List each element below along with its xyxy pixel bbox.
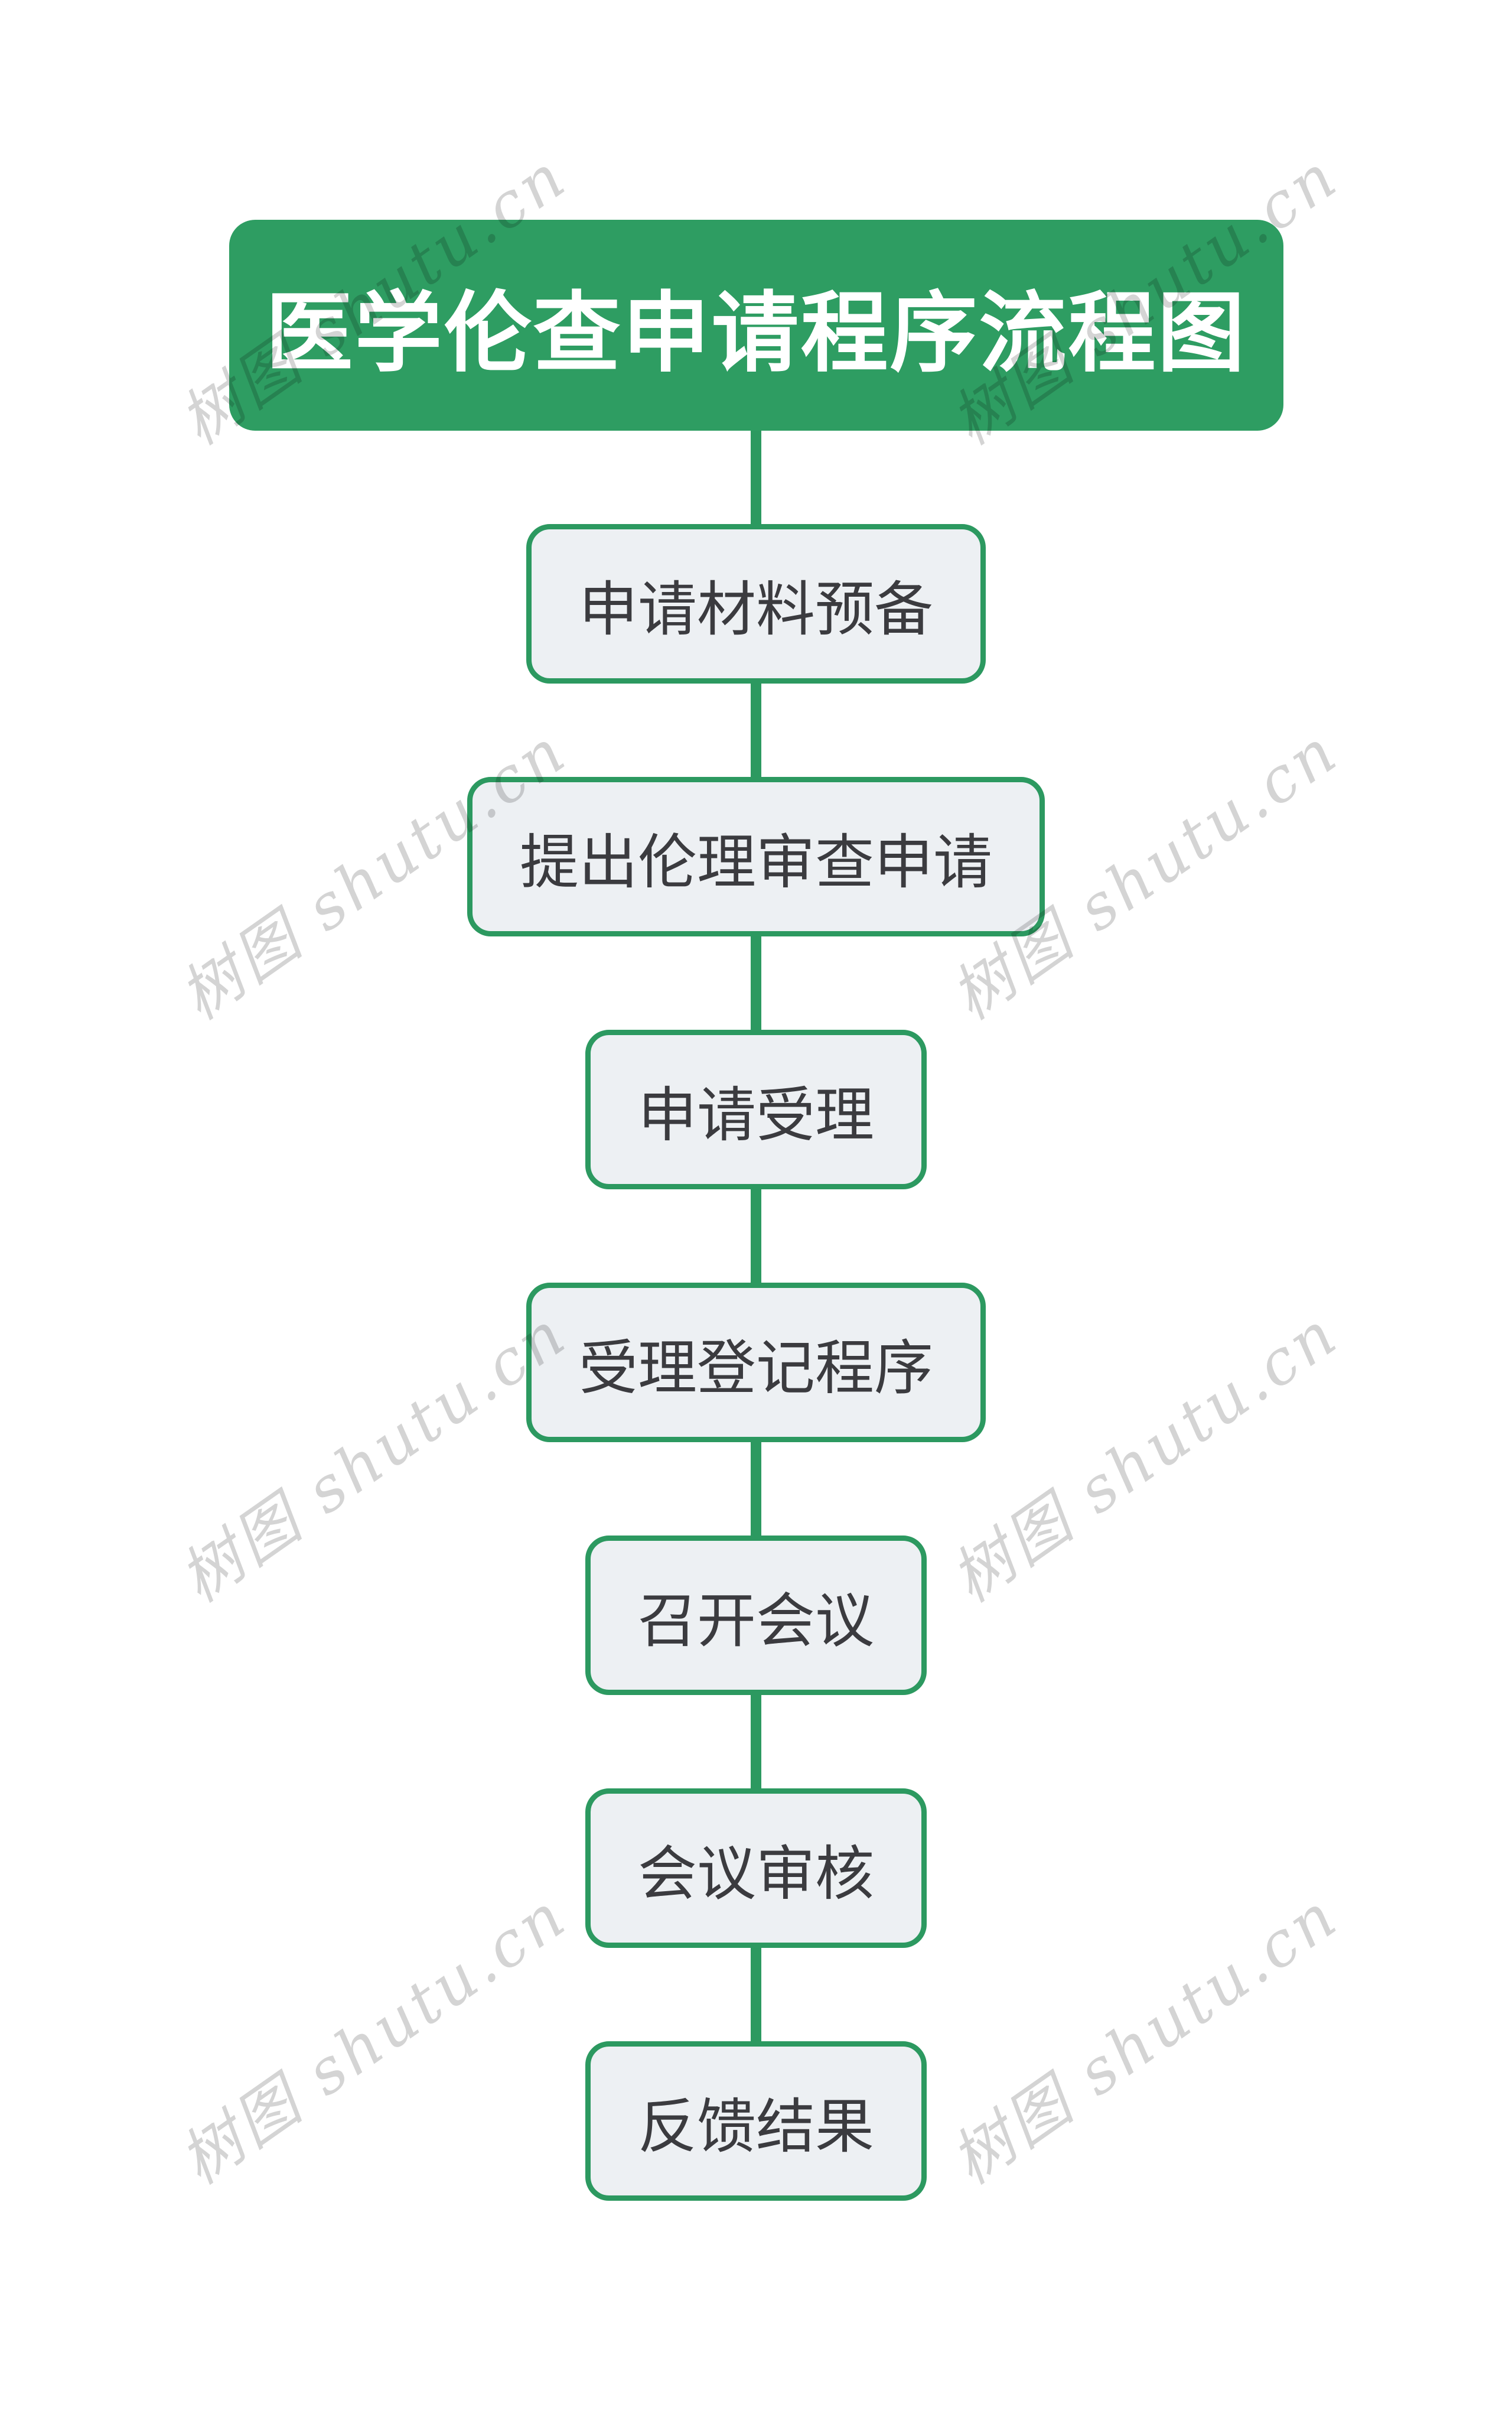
connector-line [751,1188,761,1284]
connector-line [751,430,761,525]
connector-line [751,682,761,778]
flow-node-acceptance-registration[interactable]: 受理登记程序 [526,1283,986,1442]
flow-node-submit-review-application[interactable]: 提出伦理审查申请 [467,777,1045,936]
flow-node-feedback-results[interactable]: 反馈结果 [585,2041,927,2201]
connector-line [751,1694,761,1790]
flow-node-meeting-review[interactable]: 会议审核 [585,1788,927,1948]
connector-line [751,935,761,1031]
flow-node-material-preparation[interactable]: 申请材料预备 [526,524,986,684]
flow-node-hold-meeting[interactable]: 召开会议 [585,1536,927,1695]
flowchart-stack: 医学伦查申请程序流程图 申请材料预备 提出伦理审查申请 申请受理 受理登记程序 … [0,220,1512,2201]
flow-node-application-acceptance[interactable]: 申请受理 [585,1030,927,1189]
connector-line [751,1947,761,2042]
connector-line [751,1441,761,1537]
flow-title-node[interactable]: 医学伦查申请程序流程图 [229,220,1283,431]
